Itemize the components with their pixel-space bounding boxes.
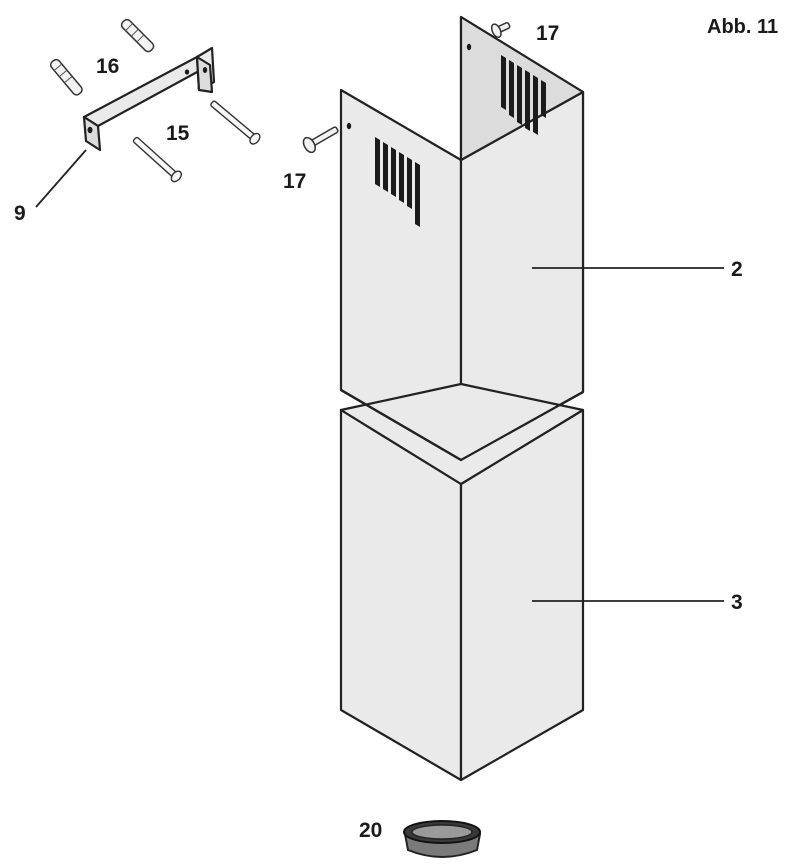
leader-bracket <box>35 149 87 208</box>
duct-screw-left <box>302 126 339 154</box>
adapter-ring <box>403 820 482 858</box>
label-screws-wall: 15 <box>166 122 190 145</box>
upper-duct <box>339 15 585 462</box>
screw-lower <box>132 136 183 183</box>
vent-slots-back <box>501 55 546 135</box>
label-screws-duct: 17 <box>283 170 306 193</box>
dowel-top <box>120 18 155 53</box>
lower-duct <box>339 382 585 782</box>
label-dowels: 16 <box>96 55 119 78</box>
vent-slots-left <box>375 137 420 227</box>
figure-label: Abb. 11 <box>707 16 778 38</box>
screw-right <box>210 100 261 145</box>
label-upper-duct: 2 <box>731 258 743 281</box>
dowel-left <box>49 58 83 96</box>
label-adapter-ring: 20 <box>359 819 382 842</box>
wall-bracket <box>82 46 216 152</box>
label-screws-duct-top: 17 <box>536 22 559 45</box>
label-lower-duct: 3 <box>731 591 743 614</box>
duct-screw-top <box>490 21 511 39</box>
label-bracket: 9 <box>14 202 26 225</box>
